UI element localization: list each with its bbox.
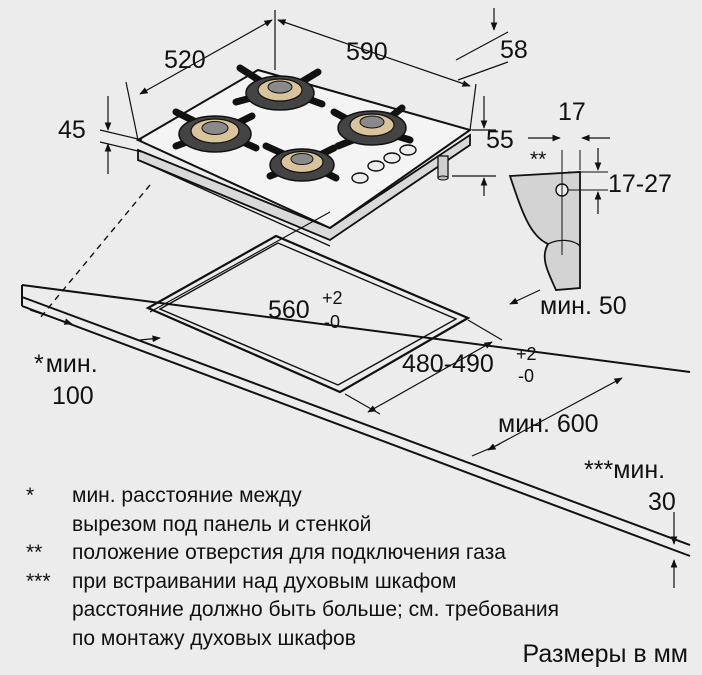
note-2: ** положение отверстия для подключения г… [26, 539, 686, 568]
dim-min-depth: мин. 600 [498, 410, 599, 438]
note-3-mark: *** [26, 569, 51, 593]
svg-text:480-490: 480-490 [402, 350, 494, 378]
dim-min-side-value: 100 [52, 382, 94, 410]
cutout-inner [158, 242, 458, 386]
svg-text:560: 560 [268, 296, 310, 324]
knob-icon [383, 152, 401, 164]
dim-cutout-depth: 480-490 +2 -0 [402, 344, 537, 386]
svg-text:-0: -0 [324, 312, 340, 332]
note-3-line-1: при встраивании над духовым шкафом [72, 569, 457, 593]
control-knobs [351, 144, 417, 184]
knob-icon [399, 144, 417, 156]
countertop-back-edge [21, 284, 691, 373]
gas-connector [437, 155, 449, 181]
note-2-line-1: положение отверстия для подключения газа [72, 541, 506, 564]
note-1-mark: * [26, 484, 35, 507]
dim-min-back: мин. 50 [540, 292, 627, 320]
note-3-continued-2: по монтажу духовых шкафов [26, 625, 686, 654]
dimension-lines [29, 8, 678, 588]
note-3: *** при встраивании над духовым шкафом [26, 568, 686, 597]
knob-icon [351, 172, 369, 184]
cutout-outer [145, 234, 471, 394]
note-3-line-3: по монтажу духовых шкафов [72, 626, 356, 650]
note-1-continued: вырезом под панель и стенкой [26, 511, 686, 540]
note-1-line-2: вырезом под панель и стенкой [72, 512, 372, 536]
gas-mark: ** [530, 148, 546, 171]
dim-under-height: 55 [486, 126, 514, 154]
dimension-labels: 520 590 58 45 55 17 17-27 ** мин. 50 560… [34, 36, 676, 516]
dim-back-offset: 58 [500, 36, 528, 64]
svg-text:-0: -0 [518, 366, 534, 386]
note-1: * мин. расстояние между [26, 482, 686, 511]
dim-gas-horizontal: 17 [558, 98, 586, 126]
projection-line [39, 184, 151, 319]
dim-gas-vertical: 17-27 [608, 170, 672, 198]
hob [135, 64, 473, 247]
gas-detail [508, 134, 610, 291]
note-1-line-1: мин. расстояние между [72, 484, 302, 507]
note-3-line-2: расстояние должно быть больше; см. требо… [72, 598, 560, 621]
svg-text:+2: +2 [516, 344, 537, 364]
knob-icon [367, 160, 385, 172]
dim-min-oven-value: 30 [648, 488, 676, 516]
countertop-front-edge-bottom [21, 305, 691, 557]
dim-cutout-width: 560 +2 -0 [268, 288, 343, 332]
footnotes: * мин. расстояние между вырезом под пане… [26, 482, 686, 653]
countertop-front-edge-top [21, 296, 691, 546]
burner-left [172, 108, 260, 153]
svg-text:+2: +2 [322, 288, 343, 308]
burner-right [330, 104, 414, 150]
hob-bottom-line [144, 162, 331, 247]
note-3-continued: расстояние должно быть больше; см. требо… [26, 596, 686, 625]
dim-hob-width: 520 [164, 46, 206, 74]
note-2-mark: ** [26, 541, 43, 564]
dim-min-side: *мин. [34, 350, 98, 378]
dim-min-oven: ***мин. [584, 456, 665, 484]
countertop [21, 284, 691, 557]
dim-hob-height: 45 [58, 116, 86, 144]
dim-hob-depth: 590 [346, 38, 388, 66]
burner-front [262, 142, 340, 182]
units-caption: Размеры в мм [522, 640, 688, 668]
cutout [145, 234, 471, 394]
